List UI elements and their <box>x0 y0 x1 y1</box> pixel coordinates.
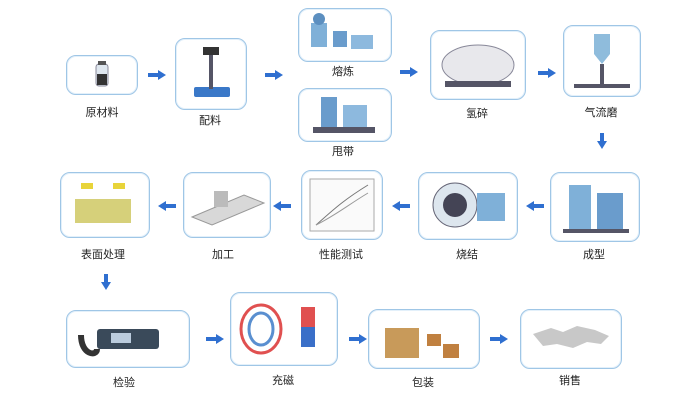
step-performance-test-label: 性能测试 <box>319 248 363 261</box>
step-melting-image <box>298 8 392 62</box>
step-inspection-label: 检验 <box>113 376 135 389</box>
step-melting-label: 熔炼 <box>332 65 354 78</box>
arrow-down <box>597 133 607 149</box>
arrow-right <box>349 334 367 344</box>
step-surface-treatment-image <box>60 172 150 238</box>
step-jet-mill-label: 气流磨 <box>584 106 618 119</box>
arrow-right <box>490 334 508 344</box>
step-packaging-label: 包装 <box>412 376 434 389</box>
arrow-right <box>148 70 166 80</box>
step-hydrogen-decrepitation-image <box>430 30 526 100</box>
step-raw-material-label: 原材料 <box>85 106 119 119</box>
arrow-right <box>400 67 418 77</box>
step-sales-label: 销售 <box>559 374 581 387</box>
step-batching-image <box>175 38 247 110</box>
step-sintering-label: 烧结 <box>456 248 478 261</box>
step-pressing-label: 成型 <box>583 248 605 261</box>
arrow-left <box>392 201 410 211</box>
step-magnetizing-label: 充磁 <box>272 374 294 387</box>
step-pressing-image <box>550 172 640 242</box>
arrow-right <box>206 334 224 344</box>
arrow-left <box>526 201 544 211</box>
arrow-right <box>265 70 283 80</box>
step-machining-label: 加工 <box>212 248 234 261</box>
step-strip-casting-label: 甩带 <box>332 145 354 158</box>
step-sintering-image <box>418 172 518 240</box>
step-sales-image <box>520 309 622 369</box>
step-strip-casting-image <box>298 88 392 142</box>
step-inspection-image <box>66 310 190 368</box>
step-hydrogen-decrepitation-label: 氢碎 <box>466 107 488 120</box>
step-packaging-image <box>368 309 480 369</box>
arrow-right <box>538 68 556 78</box>
arrow-left <box>158 201 176 211</box>
step-machining-image <box>183 172 271 238</box>
step-jet-mill-image <box>563 25 641 97</box>
step-performance-test-image <box>301 170 383 240</box>
arrow-left <box>273 201 291 211</box>
step-batching-label: 配料 <box>199 114 221 127</box>
step-magnetizing-image <box>230 292 338 366</box>
step-surface-treatment-label: 表面处理 <box>81 248 125 261</box>
step-raw-material-image <box>66 55 138 95</box>
arrow-down <box>101 274 111 290</box>
